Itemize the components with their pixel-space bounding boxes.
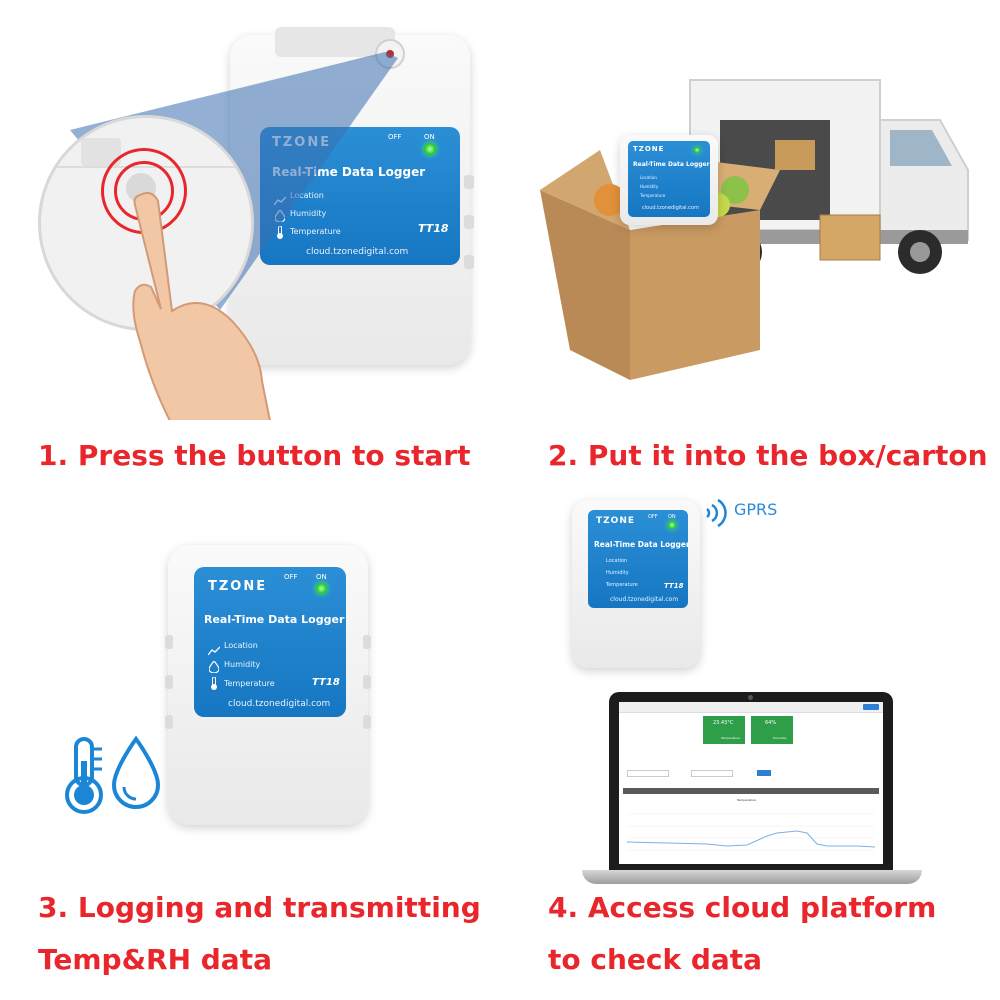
off-label: OFF [388,133,402,141]
on-label: ON [424,133,435,141]
step-1-panel: TZONE OFF ON Real-Time Data Logger Locat… [30,10,480,420]
feature-location: Location [640,175,657,180]
brand-logo: TZONE [633,145,665,153]
on-label: ON [668,514,676,520]
thermometer-icon [276,224,284,243]
thermometer-icon [65,737,103,814]
signal-waves-icon [706,498,727,528]
laptop-screen-bezel: 23.43°C Temperature 64% Humidity Tempera… [609,692,893,870]
feature-temperature: Temperature [640,193,666,198]
humidity-tile: 64% Humidity [751,716,793,744]
step-2-panel: TZONE Real-Time Data Logger Location Hum… [540,60,980,420]
laptop-screen: 23.43°C Temperature 64% Humidity Tempera… [619,702,883,864]
logger-device-large: TZONE OFF ON Real-Time Data Logger Locat… [165,545,371,825]
step-3-caption-line2: Temp&RH data [38,943,272,976]
humidity-value: 64% [765,720,777,726]
laptop: 23.43°C Temperature 64% Humidity Tempera… [582,692,922,892]
temperature-tile: 23.43°C Temperature [703,716,745,744]
gprs-label: GPRS [734,500,778,519]
logger-device-gprs: TZONE OFF ON Real-Time Data Logger Locat… [572,500,700,668]
temperature-value: 23.43°C [713,720,734,726]
cloud-url: cloud.tzonedigital.com [642,205,699,211]
humidity-tile-label: Humidity [773,736,787,740]
chart-title: Temperature [737,798,757,802]
feature-humidity: Humidity [290,209,327,218]
status-led [694,147,700,153]
device-label: TZONE OFF ON Real-Time Data Logger Locat… [194,567,346,717]
temperature-line-chart [627,813,876,851]
step-4-caption-line1: 4. Access cloud platform [548,891,937,924]
model-label: TT18 [664,582,684,590]
laptop-camera [748,695,753,700]
device-title: Real-Time Data Logger [633,161,710,168]
water-drop-icon [111,735,161,809]
date-input-to[interactable] [691,770,733,777]
laptop-base [582,870,922,884]
feature-humidity: Humidity [640,184,659,189]
query-button[interactable] [757,770,771,776]
device-label: TZONE OFF ON Real-Time Data Logger Locat… [588,510,690,608]
trend-icon [207,641,221,660]
step-1-caption: 1. Press the button to start [38,439,471,472]
step-2-caption: 2. Put it into the box/carton [548,439,988,472]
on-label: ON [316,573,327,581]
device-title: Real-Time Data Logger [204,613,345,626]
off-label: OFF [648,514,658,520]
feature-location: Location [290,191,324,200]
status-led [424,143,436,155]
device-label: TZONE Real-Time Data Logger Location Hum… [628,141,710,217]
off-label: OFF [284,573,298,581]
brand-logo: TZONE [596,516,635,526]
feature-location: Location [606,558,628,564]
temperature-tile-label: Temperature [721,736,741,740]
step-4-caption-line2: to check data [548,943,763,976]
model-label: TT18 [418,222,449,235]
refresh-button[interactable] [863,704,879,710]
feature-humidity: Humidity [606,570,629,576]
feature-temperature: Temperature [224,679,275,688]
drop-icon [208,658,220,677]
feature-temperature: Temperature [606,582,638,588]
brand-logo: TZONE [208,579,268,594]
status-led [668,521,676,529]
cloud-url: cloud.tzonedigital.com [610,596,679,603]
status-led [316,583,327,594]
cloud-url: cloud.tzonedigital.com [228,699,331,709]
carton-box-image [540,150,780,380]
cloud-url: cloud.tzonedigital.com [306,247,409,257]
device-title: Real-Time Data Logger [594,540,690,549]
logger-device-small: TZONE Real-Time Data Logger Location Hum… [620,135,718,225]
chart-header-bar [623,788,879,794]
pointing-hand-icon [132,192,271,420]
thermometer-icon [210,675,218,694]
feature-humidity: Humidity [224,660,261,669]
model-label: TT18 [312,677,340,688]
feature-temperature: Temperature [290,227,341,236]
feature-location: Location [224,641,258,650]
step-3-caption-line1: 3. Logging and transmitting [38,891,481,924]
date-input-from[interactable] [627,770,669,777]
